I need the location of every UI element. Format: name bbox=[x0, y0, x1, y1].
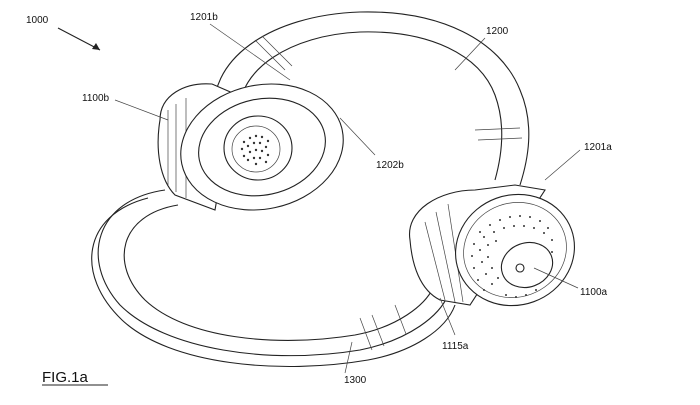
label-1100a: 1100a bbox=[580, 287, 608, 298]
label-1200: 1200 bbox=[486, 26, 509, 37]
figure-caption: FIG.1a bbox=[42, 369, 89, 386]
label-1115a: 1115a bbox=[442, 341, 469, 352]
ear-cup-a bbox=[409, 184, 575, 307]
label-1000: 1000 bbox=[26, 15, 49, 26]
driver-mesh-b bbox=[240, 134, 270, 166]
label-1201b: 1201b bbox=[190, 12, 218, 23]
label-1202b: 1202b bbox=[376, 160, 404, 171]
label-1201a: 1201a bbox=[584, 142, 612, 153]
ear-cup-b bbox=[157, 83, 344, 211]
label-1100b: 1100b bbox=[82, 93, 110, 104]
label-1300: 1300 bbox=[344, 375, 367, 386]
front-headband bbox=[91, 189, 456, 368]
leader-lines bbox=[57, 23, 581, 374]
driver-mesh-a bbox=[471, 215, 553, 298]
